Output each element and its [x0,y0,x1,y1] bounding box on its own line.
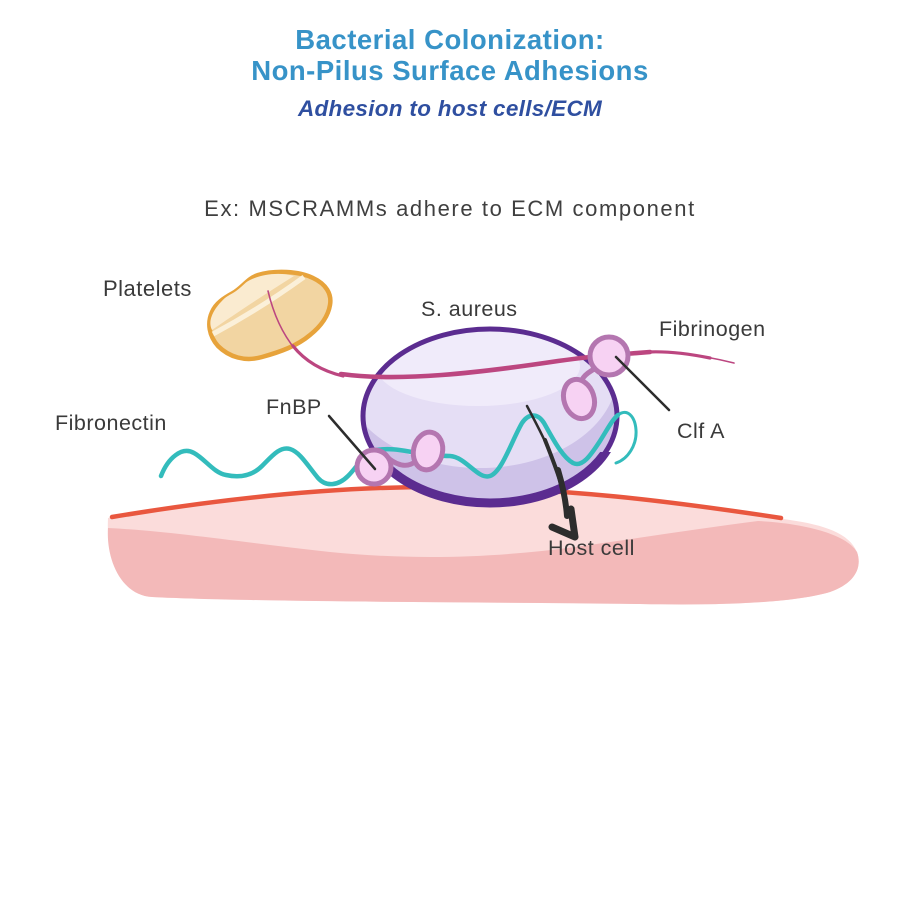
title-line-1: Bacterial Colonization: [295,24,605,55]
example-caption: Ex: MSCRAMMs adhere to ECM component [204,196,696,221]
page-title: Bacterial Colonization: Non-Pilus Surfac… [0,24,900,86]
clfa-pointer-line [614,355,671,412]
label-fibronectin: Fibronectin [55,411,167,435]
bacterium-highlight [376,329,580,406]
fibronectin-strand [158,410,638,487]
label-s-aureus: S. aureus [421,297,518,321]
fibrinogen-tail-thin [267,290,296,350]
fibrinogen-tip-thin [705,356,735,364]
clfa-adhesin-knob [587,334,631,378]
annotations [327,355,671,541]
platelet-group [207,269,333,362]
fibrinogen-tip [646,350,712,360]
platelet-highlight [210,273,294,330]
fibrinogen-tail [291,344,345,378]
fnbp-adhesin-knob-upper [410,429,446,473]
fibronectin-wave [158,412,621,487]
fnbp-pointer-line [327,414,377,471]
label-platelets: Platelets [103,276,192,301]
host-cell-shade [107,521,859,605]
platelet-streak [211,274,306,337]
clfa-adhesin-knob-lower [560,376,598,422]
label-clf-a: Clf A [677,419,725,443]
host-cell-arrow-shaft-thick [555,467,570,519]
fibronectin-hook [614,410,638,465]
label-fnbp: FnBP [266,395,322,419]
title-line-2: Non-Pilus Surface Adhesions [251,55,649,86]
host-cell-arrow-head [548,505,579,541]
host-cell-group [107,484,859,605]
label-fibrinogen: Fibrinogen [659,317,766,341]
page-subtitle: Adhesion to host cells/ECM [297,96,603,121]
label-host-cell: Host cell [548,536,635,560]
bacterium-outline-thick-bottom [369,452,611,508]
